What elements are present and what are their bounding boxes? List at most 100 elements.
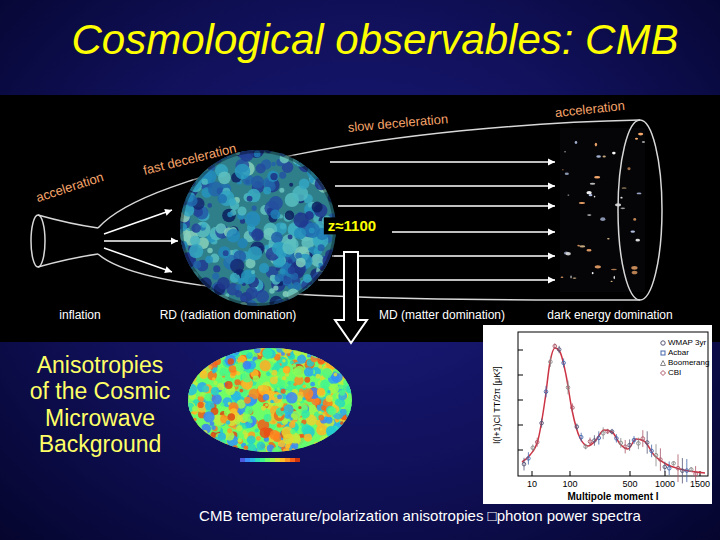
data-point [694, 472, 698, 476]
arrow-shaft [338, 205, 555, 207]
cmb-spot [256, 290, 269, 303]
cmb-spot [333, 373, 337, 377]
cmb-spot [333, 178, 337, 182]
marker-shape [661, 341, 665, 345]
cmb-spot [271, 162, 276, 167]
cmb-spot [227, 428, 232, 433]
y-tick [518, 350, 523, 351]
cmb-spot [177, 281, 187, 291]
cmb-spot [324, 446, 332, 454]
cmb-spot [225, 355, 237, 367]
cmb-spot [260, 360, 271, 371]
data-point [615, 437, 619, 441]
arrow-head [548, 183, 555, 190]
cmb-spot [191, 224, 200, 233]
cmb-spot [325, 445, 334, 454]
cmb-spot [188, 374, 197, 383]
cmb-spot [189, 431, 199, 441]
cmb-spot [282, 359, 285, 362]
cmb-spot [334, 259, 341, 266]
colorbar-cell [280, 458, 285, 462]
cmb-spot [189, 429, 196, 436]
cmb-spot [283, 448, 289, 454]
cmb-spot [259, 263, 269, 273]
cmb-spot [327, 390, 330, 393]
cmb-spot [347, 371, 355, 379]
cmb-spot [313, 148, 317, 152]
data-point [650, 449, 654, 453]
error-bar [532, 444, 533, 451]
galaxy [635, 239, 640, 242]
legend-marker [660, 350, 666, 356]
cmb-spot [240, 346, 249, 355]
epoch-label: MD (matter domination) [379, 309, 505, 323]
cmb-spot [319, 298, 326, 305]
cmb-spot [321, 302, 332, 313]
galaxy [564, 151, 566, 152]
data-point [575, 425, 579, 429]
cmb-spot [200, 433, 211, 444]
cmb-spot [187, 427, 191, 431]
cmb-spot [248, 246, 262, 260]
cmb-spot [325, 294, 339, 308]
galaxy [611, 269, 617, 271]
data-point [579, 435, 583, 439]
cmb-spot [345, 358, 353, 366]
cmb-spot [247, 189, 261, 203]
cmb-spot [331, 348, 335, 352]
cmb-spot [342, 346, 350, 354]
cmb-spot [303, 297, 308, 302]
cmb-spot [202, 430, 207, 435]
galaxy [631, 230, 635, 232]
cmb-spot [196, 353, 202, 359]
colorbar-cell [290, 458, 295, 462]
cmb-spot [281, 389, 286, 394]
data-point [553, 344, 557, 348]
data-point [544, 390, 548, 394]
cmb-spot [294, 366, 306, 378]
cmb-spot [282, 376, 286, 380]
error-bar [524, 458, 525, 471]
cmb-spot [346, 427, 349, 430]
cmb-spot [186, 351, 194, 359]
error-bar [563, 358, 564, 367]
cmb-spot [238, 438, 243, 443]
data-point [681, 469, 685, 473]
cmb-spot [283, 367, 289, 373]
cmb-spot [270, 400, 274, 404]
cmb-spot [171, 275, 185, 289]
cmb-spot [290, 417, 293, 420]
cmb-spot [190, 364, 195, 369]
universe-funnel [98, 254, 640, 300]
cmb-spot [244, 445, 249, 450]
galaxy [614, 276, 615, 280]
data-point [641, 437, 645, 441]
cmb-spot [327, 442, 335, 450]
cmb-spot [282, 240, 296, 254]
cmb-spot [331, 291, 341, 301]
galaxy [611, 281, 613, 282]
x-tick [630, 471, 631, 476]
error-bar [590, 438, 591, 446]
data-point [593, 439, 597, 443]
cmb-spot [217, 277, 230, 290]
galaxy [562, 169, 564, 170]
cmb-spot [346, 367, 354, 375]
cmb-spot [210, 447, 217, 454]
cmb-spot [175, 176, 187, 188]
cmb-spot [281, 343, 292, 354]
arrow-shaft [104, 240, 178, 242]
cmb-spot [318, 415, 324, 421]
cmb-spot [335, 356, 340, 361]
cmb-spot [328, 271, 334, 277]
cmb-spot [227, 413, 235, 421]
cmb-spot [255, 429, 259, 433]
cmb-spot [299, 179, 310, 190]
cmb-spot [270, 209, 280, 219]
arrow-head [164, 266, 172, 273]
y-tick [518, 375, 523, 376]
cmb-spot [312, 156, 317, 161]
cmb-spot [178, 269, 183, 274]
cmb-spot [208, 365, 212, 369]
galaxy [612, 152, 616, 155]
